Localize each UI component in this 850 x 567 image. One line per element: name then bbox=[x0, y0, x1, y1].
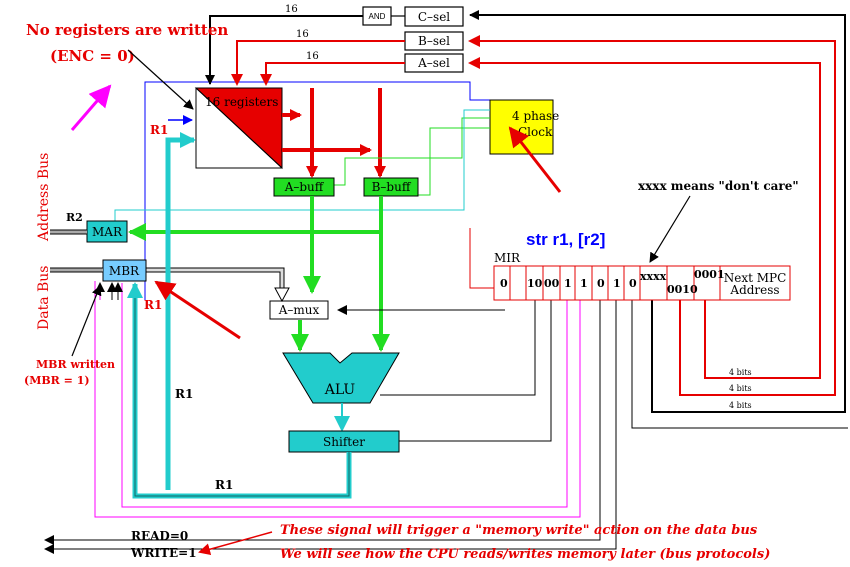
read-signal-wire bbox=[44, 300, 601, 545]
mir-label: MIR bbox=[494, 251, 521, 265]
write-signal-wire bbox=[44, 300, 617, 554]
mbr-label: MBR bbox=[109, 264, 140, 278]
bits-label-2: 4 bits bbox=[729, 384, 752, 393]
clock-to-abuff-wire bbox=[418, 127, 490, 196]
mir-field-7: 0 bbox=[629, 277, 637, 290]
instruction-label: str r1, [r2] bbox=[526, 230, 605, 249]
no-registers-annotation-line1: No registers are written bbox=[26, 21, 228, 39]
r1-vertical-label: R1 bbox=[175, 387, 193, 401]
r1-register-label: R1 bbox=[150, 123, 168, 137]
dont-care-pointer-arrow bbox=[649, 195, 691, 263]
a-buff-box bbox=[273, 177, 335, 197]
mir-to-shifter-wire bbox=[399, 300, 552, 442]
a-sel-feedback-wire bbox=[468, 57, 821, 379]
r1-to-registers-path bbox=[165, 137, 190, 490]
register-file-label: 16 registers bbox=[205, 95, 278, 109]
r2-mar-label: R2 bbox=[66, 211, 83, 224]
next-mpc-label-line2: Address bbox=[729, 283, 779, 297]
b-sel-width-label: 16 bbox=[296, 29, 309, 40]
c-sel-width-label: 16 bbox=[285, 4, 298, 15]
a-sel-output-wire bbox=[260, 62, 405, 86]
enc-magenta-arrow-visible bbox=[70, 84, 112, 131]
r1-bottom-label: R1 bbox=[215, 478, 233, 492]
alu-shape bbox=[282, 352, 400, 404]
write-signal-label: WRITE=1 bbox=[130, 546, 197, 560]
write-pointer-arrow bbox=[198, 531, 273, 556]
b-buff-label: B–buff bbox=[372, 180, 412, 194]
a-mux-box bbox=[269, 300, 329, 320]
mir-field-8: xxxx bbox=[640, 270, 667, 283]
b-sel-feedback-wire bbox=[468, 35, 836, 396]
mir-field-10: 0001 bbox=[694, 268, 725, 281]
r1-writeback-path-outline bbox=[134, 290, 350, 497]
mir-field-1: 10 bbox=[527, 277, 543, 290]
mir-field-5: 0 bbox=[597, 277, 605, 290]
a-sel-width-label: 16 bbox=[306, 51, 319, 62]
a-mux-label: A–mux bbox=[278, 303, 320, 317]
mbr-written-pointer-arrow bbox=[71, 285, 102, 357]
mir-field-2: 00 bbox=[544, 277, 560, 290]
shifter-label: Shifter bbox=[323, 435, 365, 449]
mir-field-6: 1 bbox=[613, 277, 621, 290]
no-registers-pointer-arrow bbox=[127, 49, 194, 110]
c-sel-box bbox=[404, 6, 464, 27]
mir-box bbox=[493, 265, 721, 301]
mir-to-alu-wire bbox=[380, 300, 536, 396]
mir-to-regs-wire bbox=[469, 228, 494, 289]
mbr-control-magenta-outer bbox=[94, 281, 581, 518]
mbr-pointer-arrow bbox=[154, 280, 241, 340]
clock-to-bbuff-wire bbox=[334, 117, 490, 186]
b-buff-box bbox=[363, 177, 419, 197]
clock-label-line2: Clock bbox=[518, 125, 553, 139]
cpu-boundary-line bbox=[144, 81, 490, 300]
b-sel-output-wire bbox=[231, 40, 405, 86]
mbr-written-annotation-line2: (MBR = 1) bbox=[24, 374, 90, 387]
mbr-written-annotation-line1: MBR written bbox=[36, 358, 115, 371]
clock-to-mar-wire bbox=[114, 109, 490, 224]
mir-loop-wire bbox=[631, 300, 848, 429]
mbr-control-magenta-inner bbox=[121, 283, 568, 508]
dont-care-annotation: xxxx means "don't care" bbox=[638, 179, 799, 193]
mbr-to-amux-wire-inner bbox=[146, 268, 284, 296]
r1-mbr-label: R1 bbox=[144, 298, 162, 312]
mir-field-3: 1 bbox=[564, 277, 572, 290]
next-mpc-label-line1: Next MPC bbox=[724, 271, 787, 285]
data-bus-label: Data Bus bbox=[36, 266, 52, 330]
b-sel-label: B–sel bbox=[418, 34, 450, 48]
bus-protocol-annotation: We will see how the CPU reads/writes mem… bbox=[280, 547, 770, 562]
address-bus-label: Address Bus bbox=[36, 153, 52, 242]
alu-label: ALU bbox=[324, 382, 356, 398]
bits-label-3: 4 bits bbox=[729, 401, 752, 410]
a-sel-label: A–sel bbox=[417, 56, 450, 70]
c-sel-output-wire bbox=[205, 15, 363, 85]
mir-field-4: 1 bbox=[580, 277, 588, 290]
register-file-diagonal bbox=[195, 87, 283, 169]
mar-label: MAR bbox=[92, 225, 123, 239]
mir-field-9: 0010 bbox=[667, 283, 698, 296]
next-mpc-box bbox=[719, 265, 791, 301]
c-sel-label: C–sel bbox=[418, 10, 450, 24]
clock-pointer-arrow bbox=[508, 126, 562, 193]
memory-write-annotation: These signal will trigger a "memory writ… bbox=[280, 523, 758, 538]
and-gate-label: AND bbox=[369, 12, 386, 21]
mir-field-0: 0 bbox=[500, 277, 508, 290]
read-signal-label: READ=0 bbox=[131, 529, 188, 543]
clock-label-line1: 4 phase bbox=[512, 109, 559, 123]
mbr-to-amux-arrowhead bbox=[274, 287, 290, 303]
a-buff-label: A–buff bbox=[284, 180, 325, 194]
no-registers-annotation-line2: (ENC = 0) bbox=[50, 47, 135, 65]
c-sel-feedback-wire bbox=[469, 10, 846, 413]
bits-label-1: 4 bits bbox=[729, 368, 752, 377]
